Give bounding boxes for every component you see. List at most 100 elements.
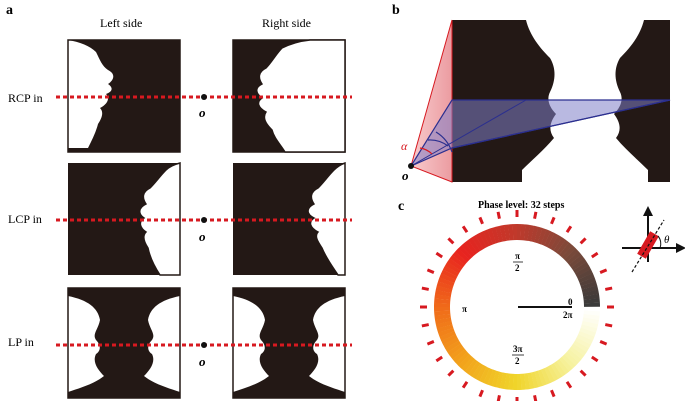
phase-step-tick — [604, 323, 613, 328]
row-label-lcp: LCP in — [8, 212, 42, 226]
phase-ring-segment — [553, 237, 566, 253]
phase-ring-segment — [578, 330, 595, 341]
label-pi: π — [462, 304, 467, 314]
phase-ring-segment — [447, 258, 463, 271]
phase-ring-segment — [443, 337, 460, 349]
phase-ring-segment — [523, 224, 530, 241]
phase-ring-segment — [487, 228, 497, 245]
phase-ring-segment — [561, 245, 576, 260]
phase-ring-segment — [534, 370, 543, 388]
origin-label-lcp: o — [199, 229, 206, 244]
phase-ring-segment — [504, 373, 511, 390]
phase-ring-segment — [435, 320, 453, 329]
phase-ring-segment — [566, 349, 582, 363]
phase-step-tick — [426, 268, 435, 274]
phase-step-tick — [496, 394, 501, 401]
phase-ring-segment — [559, 356, 573, 372]
origin-dot-b — [408, 163, 414, 169]
phase-ring-segment — [449, 346, 466, 360]
phase-ring-segment — [583, 313, 600, 320]
phase-ring-segment — [445, 261, 461, 274]
phase-ring-segment — [499, 372, 507, 390]
phase-ring-segment — [483, 229, 493, 246]
phase-ring-segment — [437, 277, 455, 287]
phase-ring-segment — [441, 269, 458, 280]
phase-ring-segment — [479, 231, 490, 248]
theta-label: θ — [664, 234, 670, 246]
phase-step-tick — [461, 225, 469, 234]
phase-step-tick — [579, 369, 587, 377]
phase-ring-segment — [468, 237, 481, 253]
phase-title: Phase level: 32 steps — [478, 200, 564, 211]
label-two-pi: 2π — [563, 310, 573, 320]
phase-ring-segment — [461, 242, 475, 258]
phase-step-tick — [478, 389, 484, 398]
phase-ring-segment — [434, 307, 451, 312]
phase-ring-segment — [569, 346, 585, 360]
phase-ring-segment — [550, 235, 563, 251]
phase-ring-segment — [541, 368, 551, 385]
origin-label-rcp: o — [199, 105, 206, 120]
phase-ring-segment — [527, 372, 535, 389]
phase-ring-segment — [495, 225, 504, 243]
panel-b-letter: b — [392, 3, 400, 18]
phase-step-tick — [421, 323, 430, 328]
phase-step-tick — [478, 216, 484, 225]
col-header-right: Right side — [262, 16, 311, 30]
silhouette-lp-right — [232, 287, 346, 399]
phase-ring-segment — [455, 248, 470, 263]
phase-ring-segment — [583, 310, 600, 316]
col-header-left: Left side — [100, 16, 142, 30]
phase-ring-segment — [561, 354, 576, 369]
phase-ring-segment — [556, 358, 570, 375]
phase-ring-segment — [471, 235, 484, 251]
phase-step-tick — [550, 389, 556, 398]
phase-ring-segment — [544, 231, 555, 248]
phase-ring-segment — [464, 359, 478, 375]
phase-ring-segment — [559, 242, 573, 258]
phase-ring-segment — [568, 254, 585, 268]
phase-ring-segment — [583, 302, 600, 307]
phase-step-tick — [435, 251, 444, 259]
blue-ray-mid — [451, 99, 671, 149]
origin-dot-lcp — [201, 217, 207, 223]
phase-step-tick — [604, 286, 613, 291]
phase-step-tick — [426, 340, 435, 346]
phase-ring-segment — [464, 239, 478, 256]
phase-ring-segment — [574, 265, 591, 277]
phase-ring-segment — [455, 351, 470, 366]
origin-label-lp: o — [199, 354, 206, 369]
phase-ring-segment — [540, 229, 551, 246]
phase-ring-segment — [439, 273, 456, 284]
phase-ring-segment — [583, 306, 600, 312]
phase-ring-segment — [452, 349, 468, 363]
phase-step-tick — [579, 237, 587, 245]
phase-tick-ring — [420, 210, 614, 401]
phase-ring-segment — [495, 371, 504, 389]
phase-ring-segment — [503, 224, 510, 241]
phase-ring-segment — [547, 364, 559, 381]
phase-step-tick — [435, 355, 444, 363]
label-3pi-over-2-den: 2 — [515, 356, 520, 366]
phase-ring-segment — [550, 363, 563, 379]
phase-ring-segment — [537, 369, 547, 386]
phase-ring-segment — [447, 343, 463, 356]
phase-ring-segment — [445, 340, 461, 353]
phase-ring-segment — [439, 331, 456, 341]
phase-step-tick — [590, 355, 599, 363]
phase-step-tick — [496, 211, 501, 220]
phase-ring-segment — [471, 363, 484, 379]
phase-ring-segment — [573, 261, 589, 274]
panel-a-letter: a — [6, 3, 13, 18]
phase-ring-segment — [581, 285, 599, 294]
phase-ring-segment — [583, 293, 600, 300]
origin-dot-rcp — [201, 94, 207, 100]
phase-ring-segment — [571, 258, 587, 271]
phase-ring-segment — [564, 351, 579, 366]
phase-step-tick — [599, 268, 608, 274]
phase-ring-segment — [537, 227, 547, 245]
row-label-lp: LP in — [8, 335, 34, 349]
phase-ring-segment — [438, 327, 455, 337]
phase-ring-segment — [576, 269, 593, 280]
phase-step-tick — [447, 237, 455, 245]
